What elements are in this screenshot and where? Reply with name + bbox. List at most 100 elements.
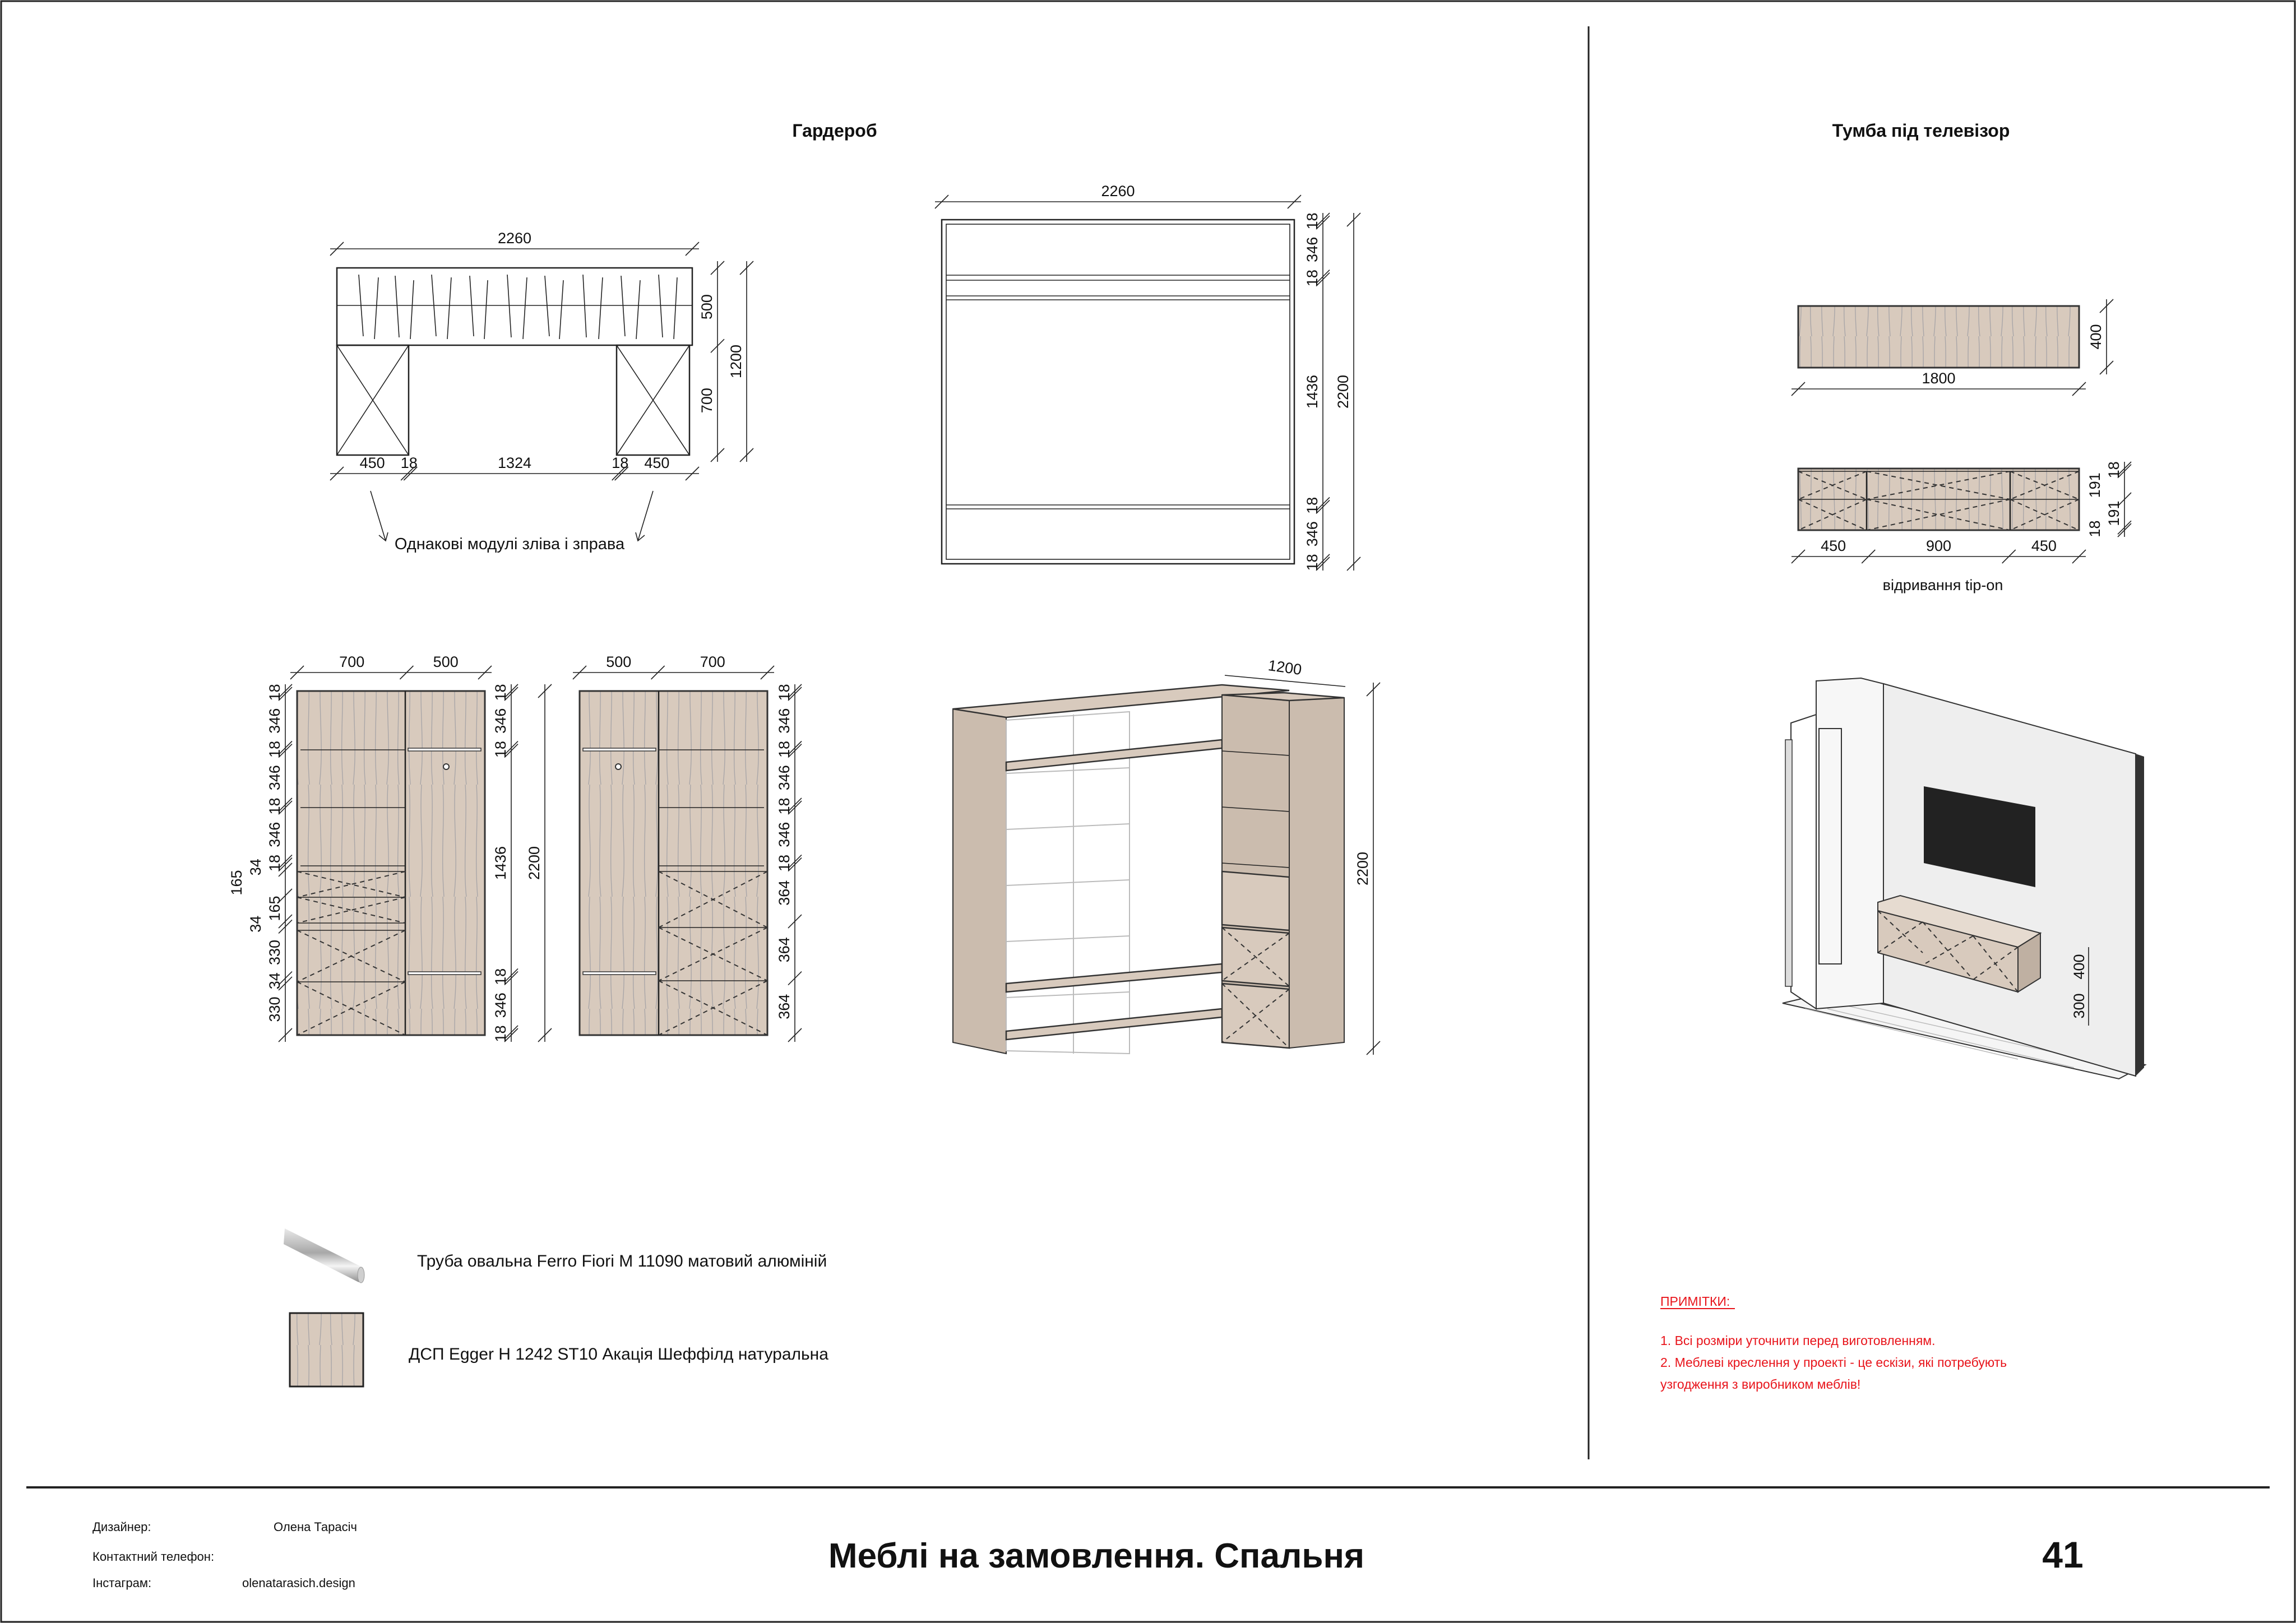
dimension-label: 500: [698, 294, 715, 319]
wardrobe-title: Гардероб: [792, 120, 877, 141]
dimension-label: 18: [492, 684, 509, 701]
wardrobe-isometric-view: 1200: [952, 657, 1346, 1055]
dimension-label: 34: [247, 916, 264, 933]
dimension-tick: [330, 466, 344, 481]
iso-depth-label: 1200: [1267, 657, 1303, 678]
dimension-tick: [278, 743, 293, 758]
phone-label: Контактний телефон:: [92, 1550, 214, 1564]
dimension-tick: [278, 1028, 293, 1042]
render-height-label: 400: [2071, 954, 2087, 979]
dimension-tick: [2099, 360, 2114, 375]
designer-name: Олена Тарасіч: [274, 1520, 357, 1534]
dimension-tick: [278, 687, 293, 701]
dimension-label: 1436: [1304, 375, 1321, 409]
dim-topview-total: 1200: [728, 261, 754, 462]
page-number: 41: [2042, 1534, 2083, 1575]
wood-swatch-icon: [289, 1312, 364, 1388]
tv-screen: [1924, 786, 2035, 887]
dimension-tick: [1287, 194, 1302, 209]
dimension-label: 34: [266, 972, 283, 989]
dimension-label: 346: [266, 765, 283, 790]
dimension-tick: [685, 242, 700, 256]
dimension-label: 346: [1304, 521, 1321, 546]
dimension-label: 346: [266, 822, 283, 847]
dimension-label: 1436: [492, 846, 509, 880]
dimension-tick: [278, 976, 293, 991]
dimension-tick: [614, 466, 629, 481]
dimension-label: 500: [606, 653, 631, 670]
dimension-label: 346: [1304, 237, 1321, 262]
dimension-tick: [1316, 554, 1330, 568]
dimension-tick: [1791, 549, 1806, 564]
dim-elev-right-top: 500 700: [572, 653, 775, 680]
dimension-tick: [710, 448, 725, 462]
dimension-tick: [2072, 549, 2086, 564]
dimension-label: 18: [2105, 461, 2122, 478]
title-block: Дизайнер: Олена Тарасіч Контактний телеф…: [92, 1520, 2084, 1590]
dimension-label: 450: [1821, 537, 1846, 554]
dimension-tick: [1366, 682, 1381, 697]
dimension-tick: [1346, 212, 1361, 227]
dimension-tick: [504, 1028, 519, 1042]
dimension-label: 346: [266, 708, 283, 734]
dimension-label: 18: [1304, 497, 1321, 514]
instagram-label: Інстаграм:: [92, 1576, 151, 1590]
dimension-tick: [278, 800, 293, 815]
note-line: узгодження з виробником меблів!: [1660, 1377, 1860, 1392]
dimension-tick: [2117, 461, 2132, 476]
wardrobe-elevation-left: [296, 690, 486, 1036]
dimension-label: 18: [492, 1025, 509, 1042]
identical-modules-note: Однакові модулі зліва і зправа: [395, 535, 625, 553]
instagram-handle[interactable]: olenatarasich.design: [242, 1576, 355, 1590]
dimension-label: 18: [266, 797, 283, 814]
dimension-label: 346: [776, 822, 793, 847]
dimension-label: 18: [266, 684, 283, 701]
dimension-tick: [788, 684, 802, 698]
dimension-label: 191: [2105, 501, 2122, 526]
dimension-tick: [1316, 215, 1330, 230]
dimension-label: 18: [266, 741, 283, 758]
dimension-label: 165: [228, 870, 245, 895]
dimension-label: 330: [266, 940, 283, 965]
dimension-label: 18: [776, 797, 793, 814]
dimension-label: 2200: [1354, 852, 1371, 885]
dimension-label: 900: [1926, 537, 1951, 554]
dimension-tick: [788, 797, 802, 812]
tv-stand-top-view: [1797, 305, 2080, 369]
dimension-tick: [400, 466, 415, 481]
dimension-tick: [612, 466, 626, 481]
dimension-tick: [2099, 299, 2114, 313]
dimension-tick: [788, 854, 802, 869]
dimension-tick: [538, 684, 552, 698]
dimension-tick: [399, 665, 414, 680]
dimension-label: 18: [1304, 212, 1321, 229]
dimension-tick: [504, 971, 519, 985]
dimension-tick: [1316, 557, 1330, 571]
notes: ПРИМІТКИ: 1. Всі розміри уточнити перед …: [1660, 1294, 2007, 1392]
dimension-label: 2200: [526, 846, 543, 880]
dimension-tick: [504, 1025, 519, 1040]
dimension-label: 700: [700, 653, 725, 670]
dimension-label: 2200: [1335, 375, 1351, 409]
dimension-tick: [278, 862, 293, 877]
dimension-tick: [788, 914, 802, 929]
dimension-tick: [739, 448, 754, 462]
dimension-tick: [504, 968, 519, 982]
dimension-label: 1324: [498, 455, 531, 471]
dimension-label: 18: [492, 968, 509, 985]
dimension-label: 346: [492, 993, 509, 1018]
tip-on-note: відривання tip-on: [1883, 577, 2003, 593]
dimension-tick: [504, 741, 519, 755]
dimension-tick: [290, 665, 304, 680]
dimension-tick: [2072, 382, 2086, 396]
dimension-tick: [278, 740, 293, 755]
dimension-tick: [788, 971, 802, 986]
dimension-tick: [2002, 549, 2016, 564]
dimension-label: 18: [776, 741, 793, 758]
dimension-label: 18: [776, 684, 793, 701]
